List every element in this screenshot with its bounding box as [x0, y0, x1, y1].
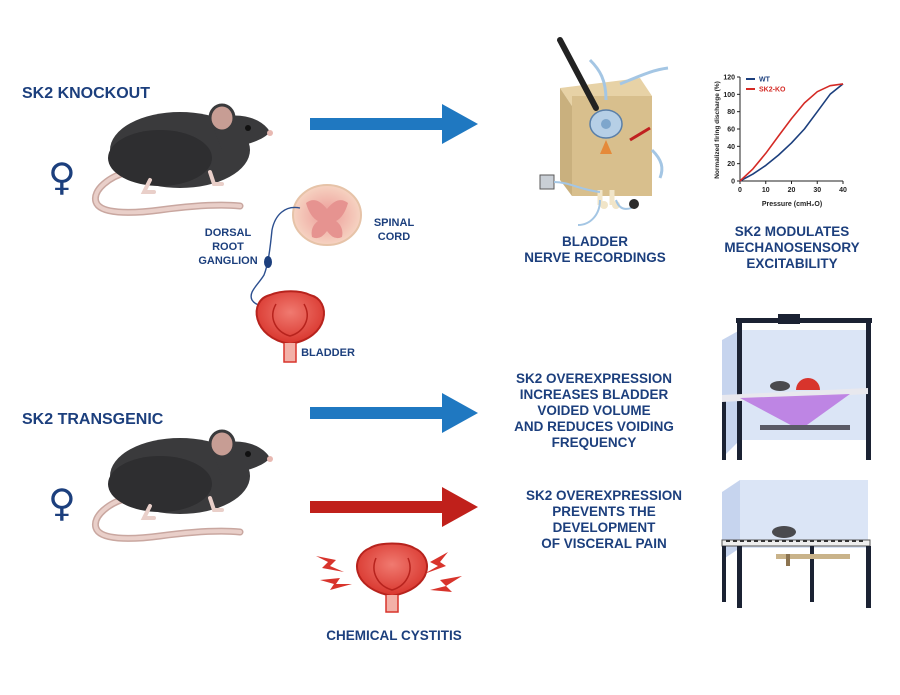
- nerve-fiber: [250, 206, 301, 306]
- chart-y-tick-label: 80: [727, 109, 735, 116]
- pain-caption-line1: SK2 OVEREXPRESSION: [526, 488, 682, 503]
- arrow-cystitis-to-pain: [310, 487, 478, 527]
- drg-label-line2: ROOT: [212, 241, 244, 253]
- chart-series-line-sk2-ko: [739, 83, 844, 182]
- firing-chart: 0 10 20 30 40 0 20 40 60 80 100 120 WT SK2-KO Normali…: [714, 75, 847, 209]
- sk2-knockout-heading: SK2 KNOCKOUT: [22, 85, 150, 102]
- female-symbol-top: ♀: [48, 155, 76, 199]
- mouse-transgenic-illustration: [92, 429, 273, 542]
- spinal-cord-illustration: [292, 184, 362, 246]
- chemical-cystitis-label: CHEMICAL CYSTITIS: [326, 628, 462, 643]
- mouse-knockout-illustration: [92, 103, 273, 216]
- cystitis-bladder-illustration: [356, 542, 428, 613]
- result-caption-line1: SK2 MODULATES: [735, 224, 850, 239]
- voiding-caption-line4: AND REDUCES VOIDING: [514, 419, 674, 434]
- voiding-caption-line1: SK2 OVEREXPRESSION: [516, 371, 672, 386]
- chart-legend-label: WT: [759, 77, 771, 84]
- result-caption-line2: MECHANOSENSORY: [724, 240, 859, 255]
- chart-marks: 0 10 20 30 40 0 20 40 60 80 100 120 WT SK2-KO: [723, 75, 847, 195]
- recordings-caption-line2: NERVE RECORDINGS: [524, 250, 666, 265]
- chart-x-tick-label: 10: [762, 187, 770, 194]
- bladder-illustration: [255, 290, 325, 363]
- voiding-caption-line3: VOIDED VOLUME: [537, 403, 650, 418]
- nerve-recording-rig-illustration: [539, 37, 669, 226]
- pain-caption-line3: DEVELOPMENT: [553, 520, 657, 535]
- pain-spark-icons: [316, 552, 462, 592]
- result-caption-line3: EXCITABILITY: [746, 256, 837, 271]
- von-frey-cage-illustration: [721, 480, 871, 608]
- chart-xlabel: Pressure (cmH₂O): [762, 201, 822, 208]
- chart-legend-label: SK2-KO: [759, 87, 786, 94]
- dorsal-root-ganglion-icon: [264, 256, 272, 268]
- recordings-caption-line1: BLADDER: [562, 234, 628, 249]
- chart-ylabel: Normalized firing discharge (%): [714, 81, 721, 179]
- drg-label-line1: DORSAL: [205, 227, 252, 239]
- chart-y-tick-label: 0: [731, 179, 735, 186]
- chart-y-tick-label: 40: [727, 144, 735, 151]
- chart-series-line-wt: [739, 83, 844, 182]
- chart-x-tick-label: 30: [813, 187, 821, 194]
- chart-x-tick-label: 40: [839, 187, 847, 194]
- chart-y-tick-label: 120: [723, 75, 735, 82]
- chart-x-tick-label: 20: [788, 187, 796, 194]
- drg-label-line3: GANGLION: [198, 255, 257, 267]
- pain-caption-line2: PREVENTS THE: [552, 504, 656, 519]
- arrow-knockout-to-recordings: [310, 104, 478, 144]
- arrow-transgenic-to-voiding: [310, 393, 478, 433]
- bladder-label: BLADDER: [301, 347, 355, 359]
- voiding-caption-line2: INCREASES BLADDER: [520, 387, 669, 402]
- sk2-transgenic-heading: SK2 TRANSGENIC: [22, 411, 164, 428]
- female-symbol-bottom: ♀: [48, 481, 76, 525]
- spinal-cord-label-line1: SPINAL: [374, 217, 415, 229]
- spinal-cord-label-line2: CORD: [378, 231, 410, 243]
- metabolic-cage-illustration: [722, 314, 872, 460]
- pain-caption-line4: OF VISCERAL PAIN: [541, 536, 667, 551]
- chart-y-tick-label: 100: [723, 92, 735, 99]
- chart-x-tick-label: 0: [738, 187, 742, 194]
- chart-y-tick-label: 60: [727, 127, 735, 134]
- chart-y-tick-label: 20: [727, 161, 735, 168]
- voiding-caption-line5: FREQUENCY: [552, 435, 637, 450]
